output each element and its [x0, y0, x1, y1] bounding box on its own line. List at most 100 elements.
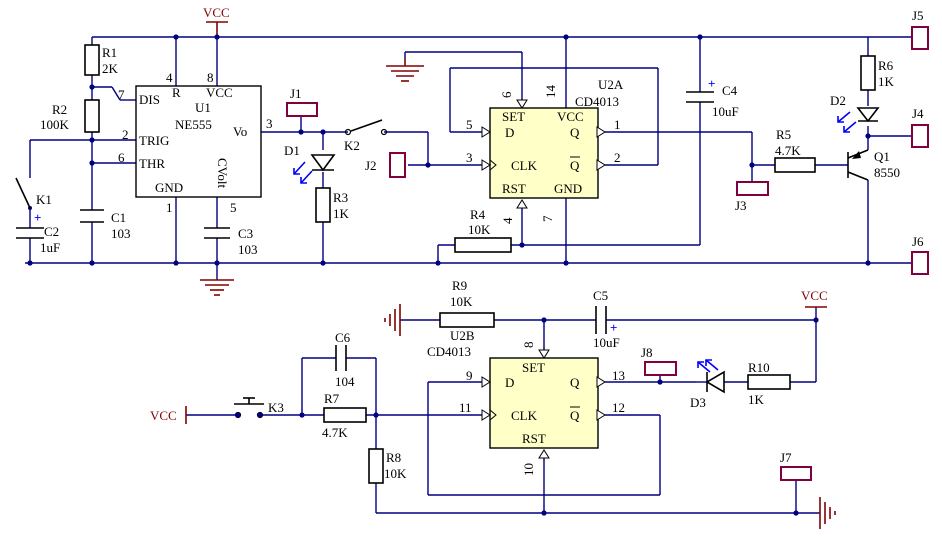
c4-plus: + — [708, 76, 715, 91]
connector-j3: J3 — [735, 181, 769, 213]
u2b-pin-q: Q — [570, 375, 580, 390]
c3-value: 103 — [238, 242, 258, 257]
k3-ref: K3 — [268, 400, 284, 415]
r3-value: 1K — [333, 206, 350, 221]
r6-ref: R6 — [878, 58, 894, 73]
u2b-ref: U2B — [450, 328, 475, 343]
r2-value: 100K — [40, 117, 70, 132]
r6-value: 1K — [878, 74, 895, 89]
u2b-pin-rst: RST — [522, 431, 546, 446]
j7-ref: J7 — [780, 450, 792, 465]
u1-pin-number: 8 — [207, 70, 214, 85]
u1-pin-number: 4 — [166, 70, 173, 85]
r9-ref: R9 — [452, 278, 467, 293]
j2-ref: J2 — [365, 158, 377, 173]
d3-ref: D3 — [690, 395, 706, 410]
capacitor-c5: + C5 10uF — [593, 288, 620, 350]
ic-u2a-cd4013: SET VCC D Q CLK Q RST GND 6 14 5 1 3 2 4… — [466, 77, 624, 224]
u1-pin-vcc: VCC — [206, 85, 233, 100]
c5-value: 10uF — [593, 335, 620, 350]
capacitor-c1: C1 103 — [80, 209, 131, 241]
capacitor-c2: + C2 1uF — [16, 210, 60, 255]
c3-ref: C3 — [238, 226, 253, 241]
vcc-symbol-bottom-left: VCC — [150, 406, 187, 424]
led-d2: D2 — [830, 93, 880, 133]
ic-u2b-cd4013: SET D Q CLK Q RST 8 9 13 11 12 10 U2B CD… — [427, 328, 625, 476]
u2b-pin-set: SET — [522, 360, 545, 375]
u1-pin-r: R — [172, 85, 181, 100]
transistor-q1: Q1 8550 — [847, 149, 900, 181]
connector-j6: J6 — [911, 234, 929, 275]
r4-value: 10K — [468, 222, 491, 237]
c5-ref: C5 — [593, 288, 608, 303]
vcc-label-top: VCC — [203, 5, 230, 20]
switch-k2: K2 — [344, 119, 388, 153]
u1-pin-cvolt: CVolt — [215, 158, 230, 188]
capacitor-c3: C3 103 — [204, 226, 258, 257]
u2a-pin-vcc: VCC — [557, 109, 584, 124]
connector-j8: J8 — [641, 345, 677, 376]
u2a-pin-number: 6 — [499, 91, 514, 98]
u1-pin-vo: Vo — [233, 124, 247, 139]
connector-j1: J1 — [286, 86, 318, 117]
resistor-r4: R4 10K — [454, 207, 512, 253]
u2a-part: CD4013 — [575, 94, 619, 109]
r10-value: 1K — [748, 392, 765, 407]
d1-ref: D1 — [284, 143, 300, 158]
connector-j5: J5 — [911, 8, 929, 50]
c6-ref: C6 — [335, 330, 351, 345]
r3-ref: R3 — [333, 190, 348, 205]
u2b-pin-qbar: Q — [570, 408, 580, 423]
u2a-pin-number: 1 — [614, 117, 621, 132]
r2-ref: R2 — [52, 102, 67, 117]
switch-k1: K1 — [15, 175, 52, 210]
r1-value: 2K — [102, 61, 119, 76]
u1-pin-number: 7 — [118, 87, 125, 102]
resistor-r10: R10 1K — [747, 360, 791, 407]
j4-ref: J4 — [912, 106, 924, 121]
u1-ref: U1 — [195, 100, 211, 115]
u2b-part: CD4013 — [427, 344, 471, 359]
k2-ref: K2 — [344, 138, 360, 153]
vcc-label-bottom-left: VCC — [150, 408, 177, 423]
c2-value: 1uF — [40, 240, 60, 255]
ground-symbol-r9 — [384, 304, 401, 336]
k1-ref: K1 — [36, 192, 52, 207]
c2-plus: + — [34, 210, 41, 225]
c1-value: 103 — [111, 226, 131, 241]
r7-ref: R7 — [324, 391, 340, 406]
vcc-symbol-top: VCC — [203, 5, 230, 37]
u2a-pin-number: 5 — [466, 117, 473, 132]
u2a-pin-gnd: GND — [554, 181, 582, 196]
resistor-r6: R6 1K — [860, 55, 895, 91]
u2a-pin-qbar: Q — [570, 158, 580, 173]
u2b-pin-number: 12 — [612, 400, 625, 415]
u2a-pin-number: 3 — [466, 150, 473, 165]
u1-pin-number: 1 — [166, 200, 173, 215]
c1-ref: C1 — [111, 210, 126, 225]
ic-u1-ne555: DIS R VCC U1 NE555 TRIG THR Vo GND CVolt… — [118, 70, 273, 215]
u1-pin-number: 3 — [266, 116, 273, 131]
c2-ref: C2 — [44, 224, 59, 239]
u1-part: NE555 — [175, 117, 212, 132]
j3-ref: J3 — [735, 198, 747, 213]
u2b-pin-number: 10 — [521, 463, 536, 476]
resistor-r7: R7 4.7K — [322, 391, 367, 440]
u1-pin-thr: THR — [139, 156, 165, 171]
u2a-ref: U2A — [598, 77, 624, 92]
connector-j7: J7 — [780, 450, 812, 481]
led-d3: D3 — [690, 359, 725, 410]
r5-ref: R5 — [776, 127, 791, 142]
capacitor-c6: C6 104 — [335, 330, 355, 389]
u2a-pin-number: 7 — [540, 215, 555, 222]
r7-value: 4.7K — [322, 425, 348, 440]
u1-pin-trig: TRIG — [139, 133, 169, 148]
r1-ref: R1 — [102, 45, 117, 60]
junction-dots-bottom — [235, 317, 819, 516]
resistor-r5: R5 4.7K — [774, 127, 816, 173]
u2a-pin-d: D — [505, 125, 514, 140]
q1-ref: Q1 — [874, 149, 890, 164]
junction-dots-top — [27, 34, 871, 266]
u2b-pin-clk: CLK — [511, 408, 538, 423]
